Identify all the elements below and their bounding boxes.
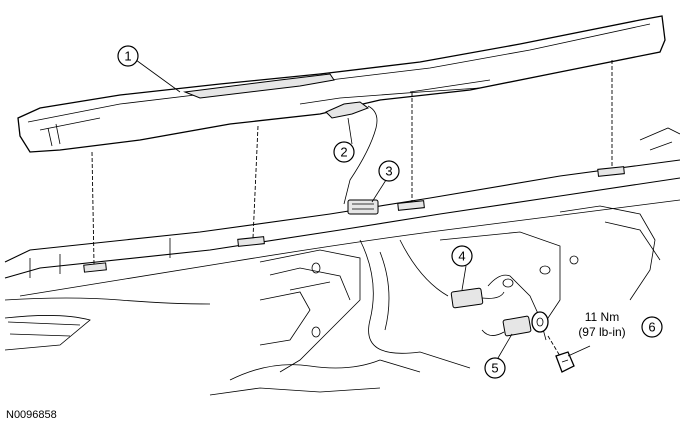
harness-connector (399, 239, 505, 309)
callout-6-label: 6 (648, 320, 655, 335)
figure-id: N0096858 (6, 409, 57, 421)
callout-1: 1 (117, 45, 139, 67)
mating-connector (347, 199, 379, 215)
ground-bolt (555, 351, 575, 373)
vehicle-body-structure (4, 127, 680, 396)
alignment-lines (91, 60, 613, 265)
ground-connector (481, 274, 561, 357)
callout-1-label: 1 (124, 49, 131, 64)
callout-leaders (135, 59, 591, 359)
callout-3: 3 (378, 160, 400, 182)
callout-2-label: 2 (340, 145, 347, 160)
callout-3-label: 3 (385, 164, 392, 179)
torque-value-imperial: (97 lb-in) (578, 325, 625, 339)
callout-5: 5 (484, 357, 506, 379)
torque-spec: 11 Nm (97 lb-in) (578, 310, 625, 339)
scuff-plate-trim-panel (17, 15, 666, 153)
trim-panel-connector (325, 101, 378, 205)
callout-4: 4 (451, 245, 473, 267)
callout-2: 2 (333, 141, 355, 163)
torque-value-metric: 11 Nm (585, 310, 619, 324)
trim-panel-clips (83, 166, 625, 273)
callout-4-label: 4 (458, 249, 465, 264)
callout-6: 6 (641, 316, 663, 338)
callout-5-label: 5 (491, 361, 498, 376)
